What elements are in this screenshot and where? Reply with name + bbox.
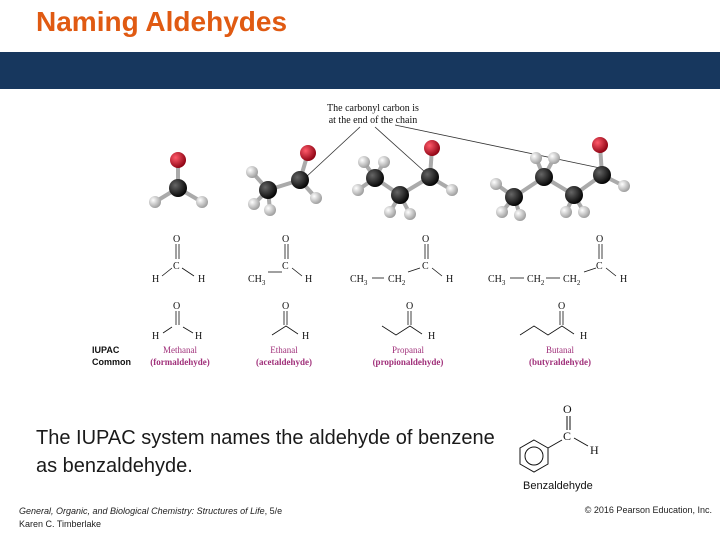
- footer-citation: General, Organic, and Biological Chemist…: [19, 505, 282, 531]
- skel-butanal-o: O: [558, 301, 565, 312]
- propanal-c: C: [422, 261, 429, 272]
- ethanal-ch3: CH3: [248, 274, 266, 287]
- benz-o: O: [563, 402, 572, 416]
- methanal-h-right: H: [198, 274, 205, 285]
- methanal-h-left: H: [152, 274, 159, 285]
- propanal-model: [352, 140, 458, 220]
- footer-book-line: General, Organic, and Biological Chemist…: [19, 505, 282, 518]
- butanal-ch2-a: CH2: [527, 274, 545, 287]
- butanal-ch2-b: CH2: [563, 274, 581, 287]
- aldehyde-figure: The carbonyl carbon is at the end of the…: [92, 103, 630, 367]
- name-iupac-ethanal: Ethanal: [270, 345, 298, 355]
- compound-names: Methanal (formaldehyde) Ethanal (acetald…: [150, 345, 591, 367]
- skel-methanal-o: O: [173, 301, 180, 312]
- title-band: [0, 52, 720, 89]
- name-iupac-methanal: Methanal: [163, 345, 197, 355]
- label-iupac: IUPAC: [92, 345, 120, 355]
- callout-leader-lines: [304, 124, 601, 179]
- methanal-model: [149, 152, 208, 208]
- butanal-ch3: CH3: [488, 274, 506, 287]
- skel-butanal-h: H: [580, 331, 587, 342]
- methanal-o: O: [173, 234, 180, 245]
- name-iupac-propanal: Propanal: [392, 345, 424, 355]
- propanal-h: H: [446, 274, 453, 285]
- callout-line-1: The carbonyl carbon is: [327, 103, 419, 114]
- ethanal-model: [246, 145, 322, 216]
- name-common-ethanal: (acetaldehyde): [256, 357, 312, 367]
- methanal-c: C: [173, 261, 180, 272]
- skel-ethanal-o: O: [282, 301, 289, 312]
- skel-propanal-h: H: [428, 331, 435, 342]
- footer-author: Karen C. Timberlake: [19, 519, 102, 529]
- name-iupac-butanal: Butanal: [546, 345, 574, 355]
- butanal-o: O: [596, 234, 603, 245]
- body-text: The IUPAC system names the aldehyde of b…: [36, 427, 495, 477]
- name-common-methanal: (formaldehyde): [150, 357, 210, 367]
- ethanal-c: C: [282, 261, 289, 272]
- slide-title: Naming Aldehydes: [36, 6, 288, 37]
- benz-h: H: [590, 443, 599, 457]
- label-common: Common: [92, 357, 131, 367]
- footer-copyright: © 2016 Pearson Education, Inc.: [584, 505, 712, 515]
- footer-edition: , 5/e: [264, 506, 283, 516]
- benzaldehyde-label: Benzaldehyde: [523, 480, 593, 492]
- ethanal-o: O: [282, 234, 289, 245]
- propanal-o: O: [422, 234, 429, 245]
- butanal-c: C: [596, 261, 603, 272]
- skel-ethanal-h: H: [302, 331, 309, 342]
- butanal-model: [490, 137, 630, 221]
- propanal-ch3: CH3: [350, 274, 368, 287]
- name-common-butanal: (butyraldehyde): [529, 357, 591, 367]
- benzaldehyde-structure: O C H Benzaldehyde: [519, 402, 599, 492]
- name-common-propanal: (propionaldehyde): [373, 357, 444, 367]
- condensed-formulas: O C H H O C CH3 H O C CH3 CH2 H O C CH3 …: [152, 234, 627, 287]
- propanal-ch2: CH2: [388, 274, 406, 287]
- callout-line-2: at the end of the chain: [329, 115, 418, 126]
- footer-book-title: General, Organic, and Biological Chemist…: [19, 506, 265, 516]
- skel-propanal-o: O: [406, 301, 413, 312]
- skel-methanal-h-right: H: [195, 331, 202, 342]
- skel-methanal-h-left: H: [152, 331, 159, 342]
- skeletal-formulas: O H H O H O H O H: [152, 301, 587, 342]
- ethanal-h: H: [305, 274, 312, 285]
- butanal-h: H: [620, 274, 627, 285]
- benz-c: C: [563, 429, 571, 443]
